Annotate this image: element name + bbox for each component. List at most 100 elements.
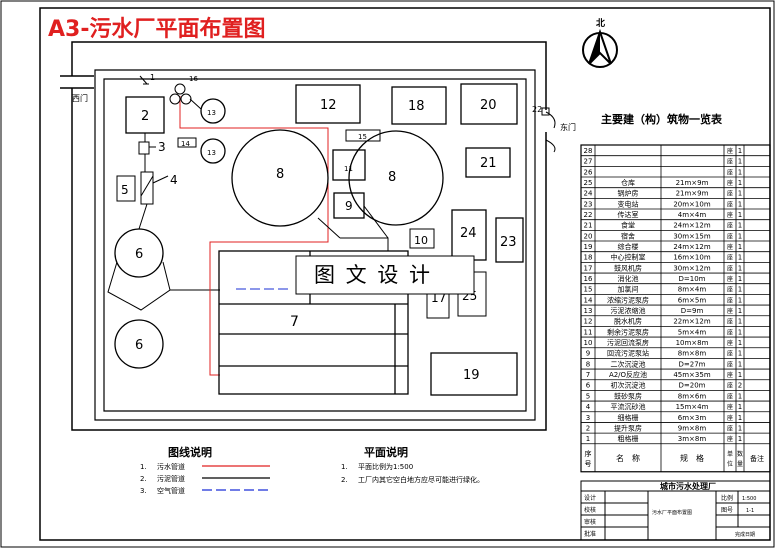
table-cell-no: 8 xyxy=(586,360,590,368)
table-cell-unit: 座 xyxy=(727,222,733,230)
table-cell-unit: 座 xyxy=(727,179,733,187)
table-cell-qty: 1 xyxy=(738,222,742,230)
table-cell-unit: 座 xyxy=(727,403,733,411)
table-cell-spec: 21m×9m xyxy=(676,190,709,198)
table-cell-no: 23 xyxy=(584,200,593,208)
digester-16 xyxy=(169,83,192,105)
table-cell-spec: D=20m xyxy=(679,382,706,390)
label-7: 7 xyxy=(290,314,299,330)
label-3: 3 xyxy=(158,140,166,154)
table-cell-name: 变电站 xyxy=(618,199,639,208)
table-cell-spec: 20m×10m xyxy=(673,200,710,208)
table-cell-unit: 座 xyxy=(727,414,733,422)
table-cell-name: 回流污泥泵站 xyxy=(607,349,649,358)
table-cell-unit: 座 xyxy=(727,328,733,336)
table-cell-no: 17 xyxy=(584,264,593,272)
table-cell-unit: 座 xyxy=(727,211,733,219)
table-cell-spec: 3m×8m xyxy=(678,435,707,443)
table-cell-unit: 座 xyxy=(727,307,733,315)
road-inner xyxy=(103,78,527,412)
legend-item-3: 3. 空气管道 xyxy=(140,486,270,495)
table-cell-no: 11 xyxy=(584,328,593,336)
tb-label-0: 设计 xyxy=(584,494,596,502)
table-cell-unit: 座 xyxy=(727,254,733,262)
table-header-unit-1: 单 xyxy=(727,450,733,458)
table-cell-spec: D=27m xyxy=(679,360,706,368)
label-23: 23 xyxy=(500,235,517,250)
table-cell-qty: 1 xyxy=(738,179,742,187)
dormitory-20 xyxy=(460,83,518,125)
sheet-no-label: 图号 xyxy=(721,507,733,514)
table-cell-name: 综合楼 xyxy=(618,242,639,251)
table-cell-name: 初次沉淀池 xyxy=(611,381,646,390)
label-22: 22 xyxy=(532,105,542,114)
legend-no-3: 3. xyxy=(140,487,147,495)
table-cell-no: 27 xyxy=(584,158,593,166)
table-header-no-2: 号 xyxy=(585,460,592,468)
legend-no-1: 1. xyxy=(140,463,147,471)
road-outer xyxy=(94,69,536,421)
table-cell-name: 平流沉砂池 xyxy=(611,402,646,411)
table-cell-no: 24 xyxy=(584,190,593,198)
table-cell-unit: 座 xyxy=(727,382,733,390)
label-21: 21 xyxy=(480,156,497,171)
table-cell-no: 20 xyxy=(584,232,593,240)
label-18: 18 xyxy=(408,99,425,114)
table-cell-unit: 座 xyxy=(727,286,733,294)
legend-no-2: 2. xyxy=(140,475,147,483)
control-room-18 xyxy=(391,86,447,125)
tb-label-2: 审核 xyxy=(584,518,596,526)
table-cell-unit: 座 xyxy=(727,168,733,176)
table-cell-qty: 1 xyxy=(738,254,742,262)
site-boundary xyxy=(71,41,547,431)
table-cell-name: 仓库 xyxy=(621,178,635,187)
table-cell-unit: 座 xyxy=(727,371,733,379)
sheet-title: A3-污水厂平面布置图 xyxy=(48,16,265,42)
table-cell-name: 加氯间 xyxy=(618,285,639,294)
legend-label-3: 空气管道 xyxy=(157,486,185,495)
table-cell-spec: 22m×12m xyxy=(673,318,710,326)
table-cell-qty: 1 xyxy=(738,392,742,400)
north-arrow-icon xyxy=(582,28,618,68)
fine-screen-3 xyxy=(138,141,150,155)
label-13a: 13 xyxy=(207,109,216,117)
table-cell-spec: D=9m xyxy=(681,307,704,315)
label-19: 19 xyxy=(463,368,480,383)
table-cell-qty: 1 xyxy=(738,307,742,315)
table-cell-no: 12 xyxy=(584,318,593,326)
thickener-13a xyxy=(200,98,226,124)
table-cell-qty: 1 xyxy=(738,200,742,208)
table-cell-qty: 1 xyxy=(738,339,742,347)
table-cell-name: 二次沉淀池 xyxy=(611,359,646,368)
table-cell-name: 脱水机房 xyxy=(614,317,642,326)
north-label: 北 xyxy=(596,17,605,29)
table-cell-spec: 6m×5m xyxy=(678,296,707,304)
note-text-1: 平面比例为1:500 xyxy=(358,462,413,471)
table-cell-qty: 1 xyxy=(738,318,742,326)
excess-sludge-pump-11 xyxy=(332,149,366,181)
table-cell-name: 食堂 xyxy=(621,221,635,230)
east-gate xyxy=(540,107,556,153)
table-cell-no: 14 xyxy=(584,296,593,304)
sand-pump-house-5 xyxy=(116,175,136,202)
table-cell-unit: 座 xyxy=(727,392,733,400)
table-cell-unit: 座 xyxy=(727,435,733,443)
table-cell-no: 6 xyxy=(586,382,591,390)
table-header-qty-1: 数 xyxy=(737,450,743,458)
label-24: 24 xyxy=(460,226,477,241)
table-cell-no: 13 xyxy=(584,307,593,315)
table-cell-spec: D=10m xyxy=(679,275,706,283)
table-title: 主要建（构）筑物一览表 xyxy=(601,112,723,126)
table-cell-spec: 8m×8m xyxy=(678,350,707,358)
label-6a: 6 xyxy=(135,247,143,262)
table-header-unit-2: 位 xyxy=(727,460,733,468)
table-cell-name: 宿舍 xyxy=(621,231,635,240)
dewatering-house-12 xyxy=(295,84,361,124)
sewage-pipe xyxy=(179,96,329,376)
table-header-remark: 备注 xyxy=(750,454,764,463)
table-header-spec: 规 格 xyxy=(680,453,704,463)
table-cell-no: 19 xyxy=(584,243,593,251)
table-cell-qty: 1 xyxy=(738,158,742,166)
table-frame xyxy=(580,144,771,473)
